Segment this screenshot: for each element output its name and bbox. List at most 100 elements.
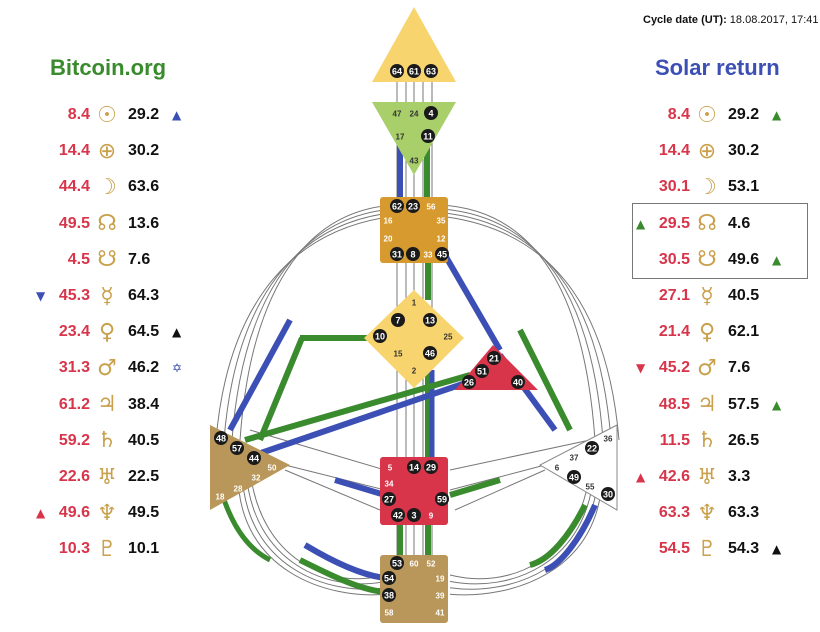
planet-symbol-icon: ♄ bbox=[97, 428, 117, 454]
gate-dot bbox=[390, 64, 404, 78]
gate-dot bbox=[390, 247, 404, 261]
personality-value: 49.6 bbox=[728, 250, 760, 268]
design-value: 14.4 bbox=[58, 142, 90, 160]
gate-dot bbox=[511, 375, 525, 389]
gate-number: 4 bbox=[428, 109, 433, 119]
gate-dot bbox=[382, 492, 396, 506]
planet-symbol-icon: ☿ bbox=[700, 283, 714, 309]
design-value: 4.5 bbox=[67, 250, 90, 268]
design-value: 42.6 bbox=[658, 468, 690, 485]
gate-number: 64 bbox=[392, 67, 402, 77]
gate-number: 13 bbox=[425, 316, 435, 326]
personality-value: 53.1 bbox=[728, 178, 760, 196]
channel-line bbox=[249, 429, 386, 471]
planet-symbol-icon: ♂ bbox=[97, 355, 117, 381]
gate-number: 49 bbox=[569, 473, 579, 483]
personality-value: 10.1 bbox=[128, 540, 160, 558]
design-value: 10.3 bbox=[58, 540, 90, 558]
channel-personality bbox=[227, 318, 293, 432]
gate-label: 52 bbox=[427, 560, 436, 569]
gate-label: 16 bbox=[384, 217, 393, 226]
highlight-box bbox=[632, 203, 808, 279]
personality-value: 64.3 bbox=[128, 287, 160, 304]
gate-dot bbox=[382, 588, 396, 602]
gate-dot bbox=[475, 364, 489, 378]
gate-label: 19 bbox=[436, 575, 445, 584]
ajna-center bbox=[372, 102, 456, 175]
personality-value: 54.3 bbox=[728, 540, 760, 558]
gate-dot bbox=[390, 199, 404, 213]
design-value: 11.5 bbox=[659, 431, 690, 449]
right-column-title: Solar return bbox=[655, 55, 780, 80]
gate-label: 17 bbox=[396, 133, 405, 142]
design-value: 30.5 bbox=[658, 250, 690, 268]
personality-value: 63.6 bbox=[128, 178, 160, 196]
gate-number: 23 bbox=[408, 202, 418, 212]
gate-label: 41 bbox=[436, 609, 445, 618]
design-value: 14.4 bbox=[658, 142, 690, 160]
gate-number: 42 bbox=[393, 511, 403, 521]
activation-marker-icon: ▼ bbox=[636, 361, 646, 376]
gate-label: 32 bbox=[252, 474, 261, 483]
gate-number: 22 bbox=[587, 444, 597, 454]
design-value: 49.5 bbox=[58, 214, 90, 232]
gate-number: 11 bbox=[423, 132, 433, 142]
design-value: 63.3 bbox=[658, 504, 690, 522]
design-value: 49.6 bbox=[58, 504, 90, 522]
design-value: 44.4 bbox=[58, 178, 90, 196]
gate-dot bbox=[567, 470, 581, 484]
design-value: 23.4 bbox=[58, 323, 90, 341]
gate-label: 24 bbox=[410, 110, 419, 119]
gate-number: 48 bbox=[216, 434, 226, 444]
gate-label: 34 bbox=[385, 480, 394, 489]
gate-dot bbox=[487, 351, 501, 365]
planet-symbol-icon: ♂ bbox=[697, 355, 717, 381]
personality-value: 30.2 bbox=[128, 142, 160, 160]
gate-number: 31 bbox=[392, 250, 402, 260]
gate-dot bbox=[382, 571, 396, 585]
gate-dot bbox=[423, 313, 437, 327]
planet-symbol-icon: ♇ bbox=[97, 536, 117, 562]
gate-number: 45 bbox=[437, 250, 447, 260]
channel-design bbox=[529, 503, 588, 568]
gate-label: 58 bbox=[385, 609, 394, 618]
spleen-center bbox=[210, 425, 290, 510]
planet-symbol-icon: ☊ bbox=[97, 211, 117, 237]
personality-value: 46.2 bbox=[128, 359, 160, 377]
planet-symbol-icon: ♀ bbox=[698, 319, 716, 345]
personality-value: 22.5 bbox=[128, 468, 160, 485]
gate-number: 63 bbox=[426, 67, 436, 77]
design-value: 31.3 bbox=[58, 359, 90, 377]
gate-dot bbox=[585, 441, 599, 455]
activation-marker-icon: ▲ bbox=[772, 108, 782, 122]
gate-label: 5 bbox=[388, 464, 393, 473]
activation-marker-icon: ▲ bbox=[36, 506, 46, 521]
gate-label: 18 bbox=[216, 493, 225, 502]
channel-design bbox=[517, 328, 573, 432]
gate-number: 53 bbox=[392, 559, 402, 569]
personality-value: 62.1 bbox=[728, 323, 760, 341]
personality-value: 40.5 bbox=[128, 431, 160, 449]
gate-dot bbox=[391, 313, 405, 327]
activation-marker-icon: ▲ bbox=[636, 470, 646, 484]
channel-arc bbox=[439, 204, 596, 441]
gate-number: 10 bbox=[375, 332, 385, 342]
planet-symbol-icon: ⊕ bbox=[97, 138, 117, 164]
planet-symbol-icon: ☽ bbox=[97, 174, 117, 200]
personality-value: 40.5 bbox=[728, 287, 760, 304]
design-value: 61.2 bbox=[58, 395, 90, 413]
design-value: 54.5 bbox=[658, 540, 690, 558]
gate-number: 54 bbox=[384, 574, 394, 584]
channel-arc bbox=[231, 208, 393, 441]
design-value: 30.1 bbox=[658, 178, 690, 196]
gate-number: 51 bbox=[477, 367, 487, 377]
gate-label: 56 bbox=[427, 203, 436, 212]
channel-personality bbox=[334, 477, 386, 498]
gate-label: 9 bbox=[429, 512, 434, 521]
design-value: 27.1 bbox=[658, 287, 690, 304]
gate-label: 55 bbox=[586, 483, 595, 492]
planet-symbol-icon: ☉ bbox=[697, 102, 717, 128]
design-value: 45.3 bbox=[58, 287, 90, 304]
channel-design bbox=[244, 372, 471, 443]
gate-dot bbox=[435, 247, 449, 261]
